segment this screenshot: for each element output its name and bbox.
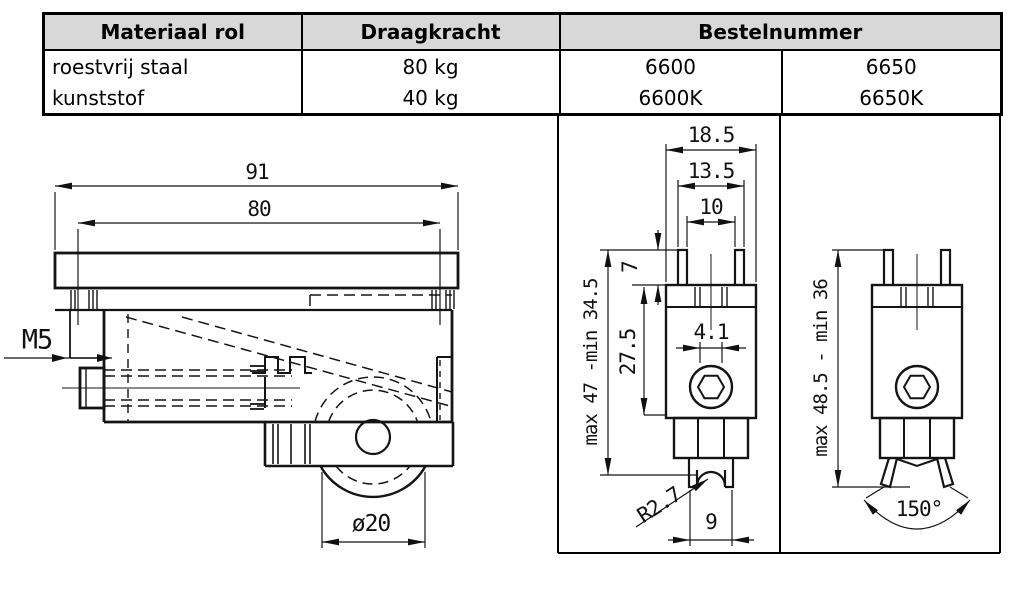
dim-label-leg-angle: 150° [895,497,944,521]
dim-label-slot-width: 4.1 [693,320,730,344]
dim-label-roller-diameter: ø20 [351,511,392,537]
dim-label-body-height: 27.5 [616,328,640,376]
dim-label-head-width: 18.5 [687,123,736,147]
cell-order-6650: 6650 [865,54,917,79]
hex-socket-6600 [688,364,734,410]
dim-label-height-range-6600: max 47 -min 34.5 [580,278,602,446]
dim-label-hole-spacing: 80 [247,197,271,221]
table-row: roestvrij staal 80 kg 6600 6650 [43,50,1002,82]
col-header-order: Bestelnummer [559,13,1002,51]
dim-label-prong-height: 7 [618,261,642,273]
cell-order-6650: 6650K [859,85,924,110]
cell-order-6600: 6600K [559,82,783,115]
cell-order-6600: 6600 [559,50,783,82]
wheel-bracket [263,422,455,468]
dim-label-overall-length: 91 [245,160,269,184]
col-header-capacity: Draagkracht [301,13,561,51]
front-view-6600-drawing [600,144,758,546]
roller-wheel [314,376,432,499]
dim-label-thread: M5 [21,324,54,356]
cell-capacity: 40 kg [301,82,561,115]
table-header-row: Materiaal rol Draagkracht Bestelnummer [43,13,1002,51]
table-row: kunststof 40 kg 6600K 6650K [43,82,1002,115]
bolt-m5 [62,366,300,410]
front-view-6650-drawing [832,248,971,530]
spec-table: Materiaal rol Draagkracht Bestelnummer r… [42,12,1003,116]
cell-material: roestvrij staal [43,50,303,82]
panel-grid [557,115,1001,554]
cell-capacity: 80 kg [301,50,561,82]
cell-material: kunststof [43,82,303,115]
side-view-drawing [4,182,460,548]
dim-label-height-range-6650: max 48.5 - min 36 [810,279,832,457]
hex-socket-6650 [894,364,940,410]
col-header-material: Materiaal rol [43,13,303,51]
dim-label-prong-outer: 13.5 [687,159,736,183]
dim-label-prong-inner: 10 [699,195,723,219]
dim-label-leg-span: 9 [705,510,718,534]
